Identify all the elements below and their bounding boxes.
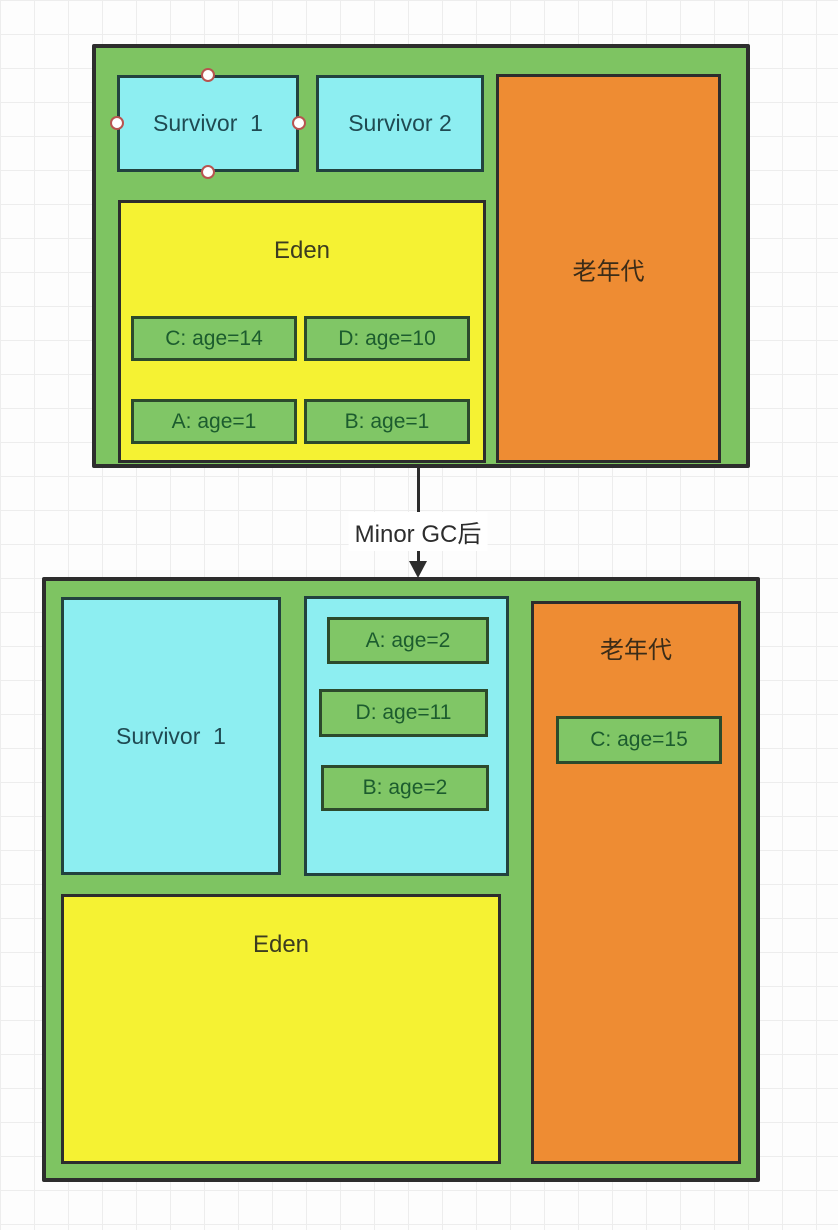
object-a-before[interactable]: A: age=1 <box>131 399 297 444</box>
old-gen-after-label: 老年代 <box>600 637 672 664</box>
survivor2-before-box[interactable]: Survivor 2 <box>316 75 484 172</box>
object-d-before-label: D: age=10 <box>338 326 436 350</box>
eden-after-box[interactable]: Eden <box>61 894 501 1164</box>
survivor1-after-label: Survivor 1 <box>116 722 226 749</box>
object-c-after[interactable]: C: age=15 <box>556 716 722 764</box>
object-d-after-label: D: age=11 <box>355 701 452 724</box>
object-b-before-label: B: age=1 <box>344 409 430 433</box>
minor-gc-arrow-head <box>409 561 427 578</box>
object-c-before[interactable]: C: age=14 <box>131 316 297 361</box>
object-a-after[interactable]: A: age=2 <box>327 617 489 664</box>
object-a-after-label: A: age=2 <box>365 628 451 652</box>
eden-before-box[interactable]: Eden C: age=14 D: age=10 A: age=1 B: age… <box>118 200 486 463</box>
heap-before-container[interactable]: Survivor 1 Survivor 2 老年代 Eden C: age=14… <box>92 44 750 468</box>
object-c-before-label: C: age=14 <box>165 326 263 350</box>
minor-gc-arrow-label: Minor GC后 <box>348 512 488 551</box>
object-b-before[interactable]: B: age=1 <box>304 399 470 444</box>
object-a-before-label: A: age=1 <box>171 409 257 433</box>
old-gen-before-label: 老年代 <box>572 258 645 285</box>
survivor1-before-box[interactable]: Survivor 1 <box>117 75 299 172</box>
selection-handle-top[interactable] <box>201 68 215 82</box>
object-b-after[interactable]: B: age=2 <box>321 765 489 811</box>
old-gen-after-box[interactable]: 老年代 C: age=15 <box>531 601 741 1164</box>
selection-handle-bottom[interactable] <box>201 165 215 179</box>
survivor2-after-box[interactable]: A: age=2 D: age=11 B: age=2 <box>304 596 509 876</box>
eden-after-label: Eden <box>252 931 310 958</box>
selection-handle-left[interactable] <box>110 116 124 130</box>
survivor1-after-box[interactable]: Survivor 1 <box>61 597 281 875</box>
object-c-after-label: C: age=15 <box>590 728 688 751</box>
object-d-after[interactable]: D: age=11 <box>319 689 488 737</box>
survivor2-before-label: Survivor 2 <box>348 110 452 136</box>
survivor1-before-label: Survivor 1 <box>153 110 263 136</box>
object-b-after-label: B: age=2 <box>362 776 448 799</box>
heap-after-container[interactable]: Survivor 1 A: age=2 D: age=11 B: age=2 老… <box>42 577 760 1182</box>
selection-handle-right[interactable] <box>292 116 306 130</box>
eden-before-label: Eden <box>273 237 331 264</box>
old-gen-before-box[interactable]: 老年代 <box>496 74 721 463</box>
object-d-before[interactable]: D: age=10 <box>304 316 470 361</box>
